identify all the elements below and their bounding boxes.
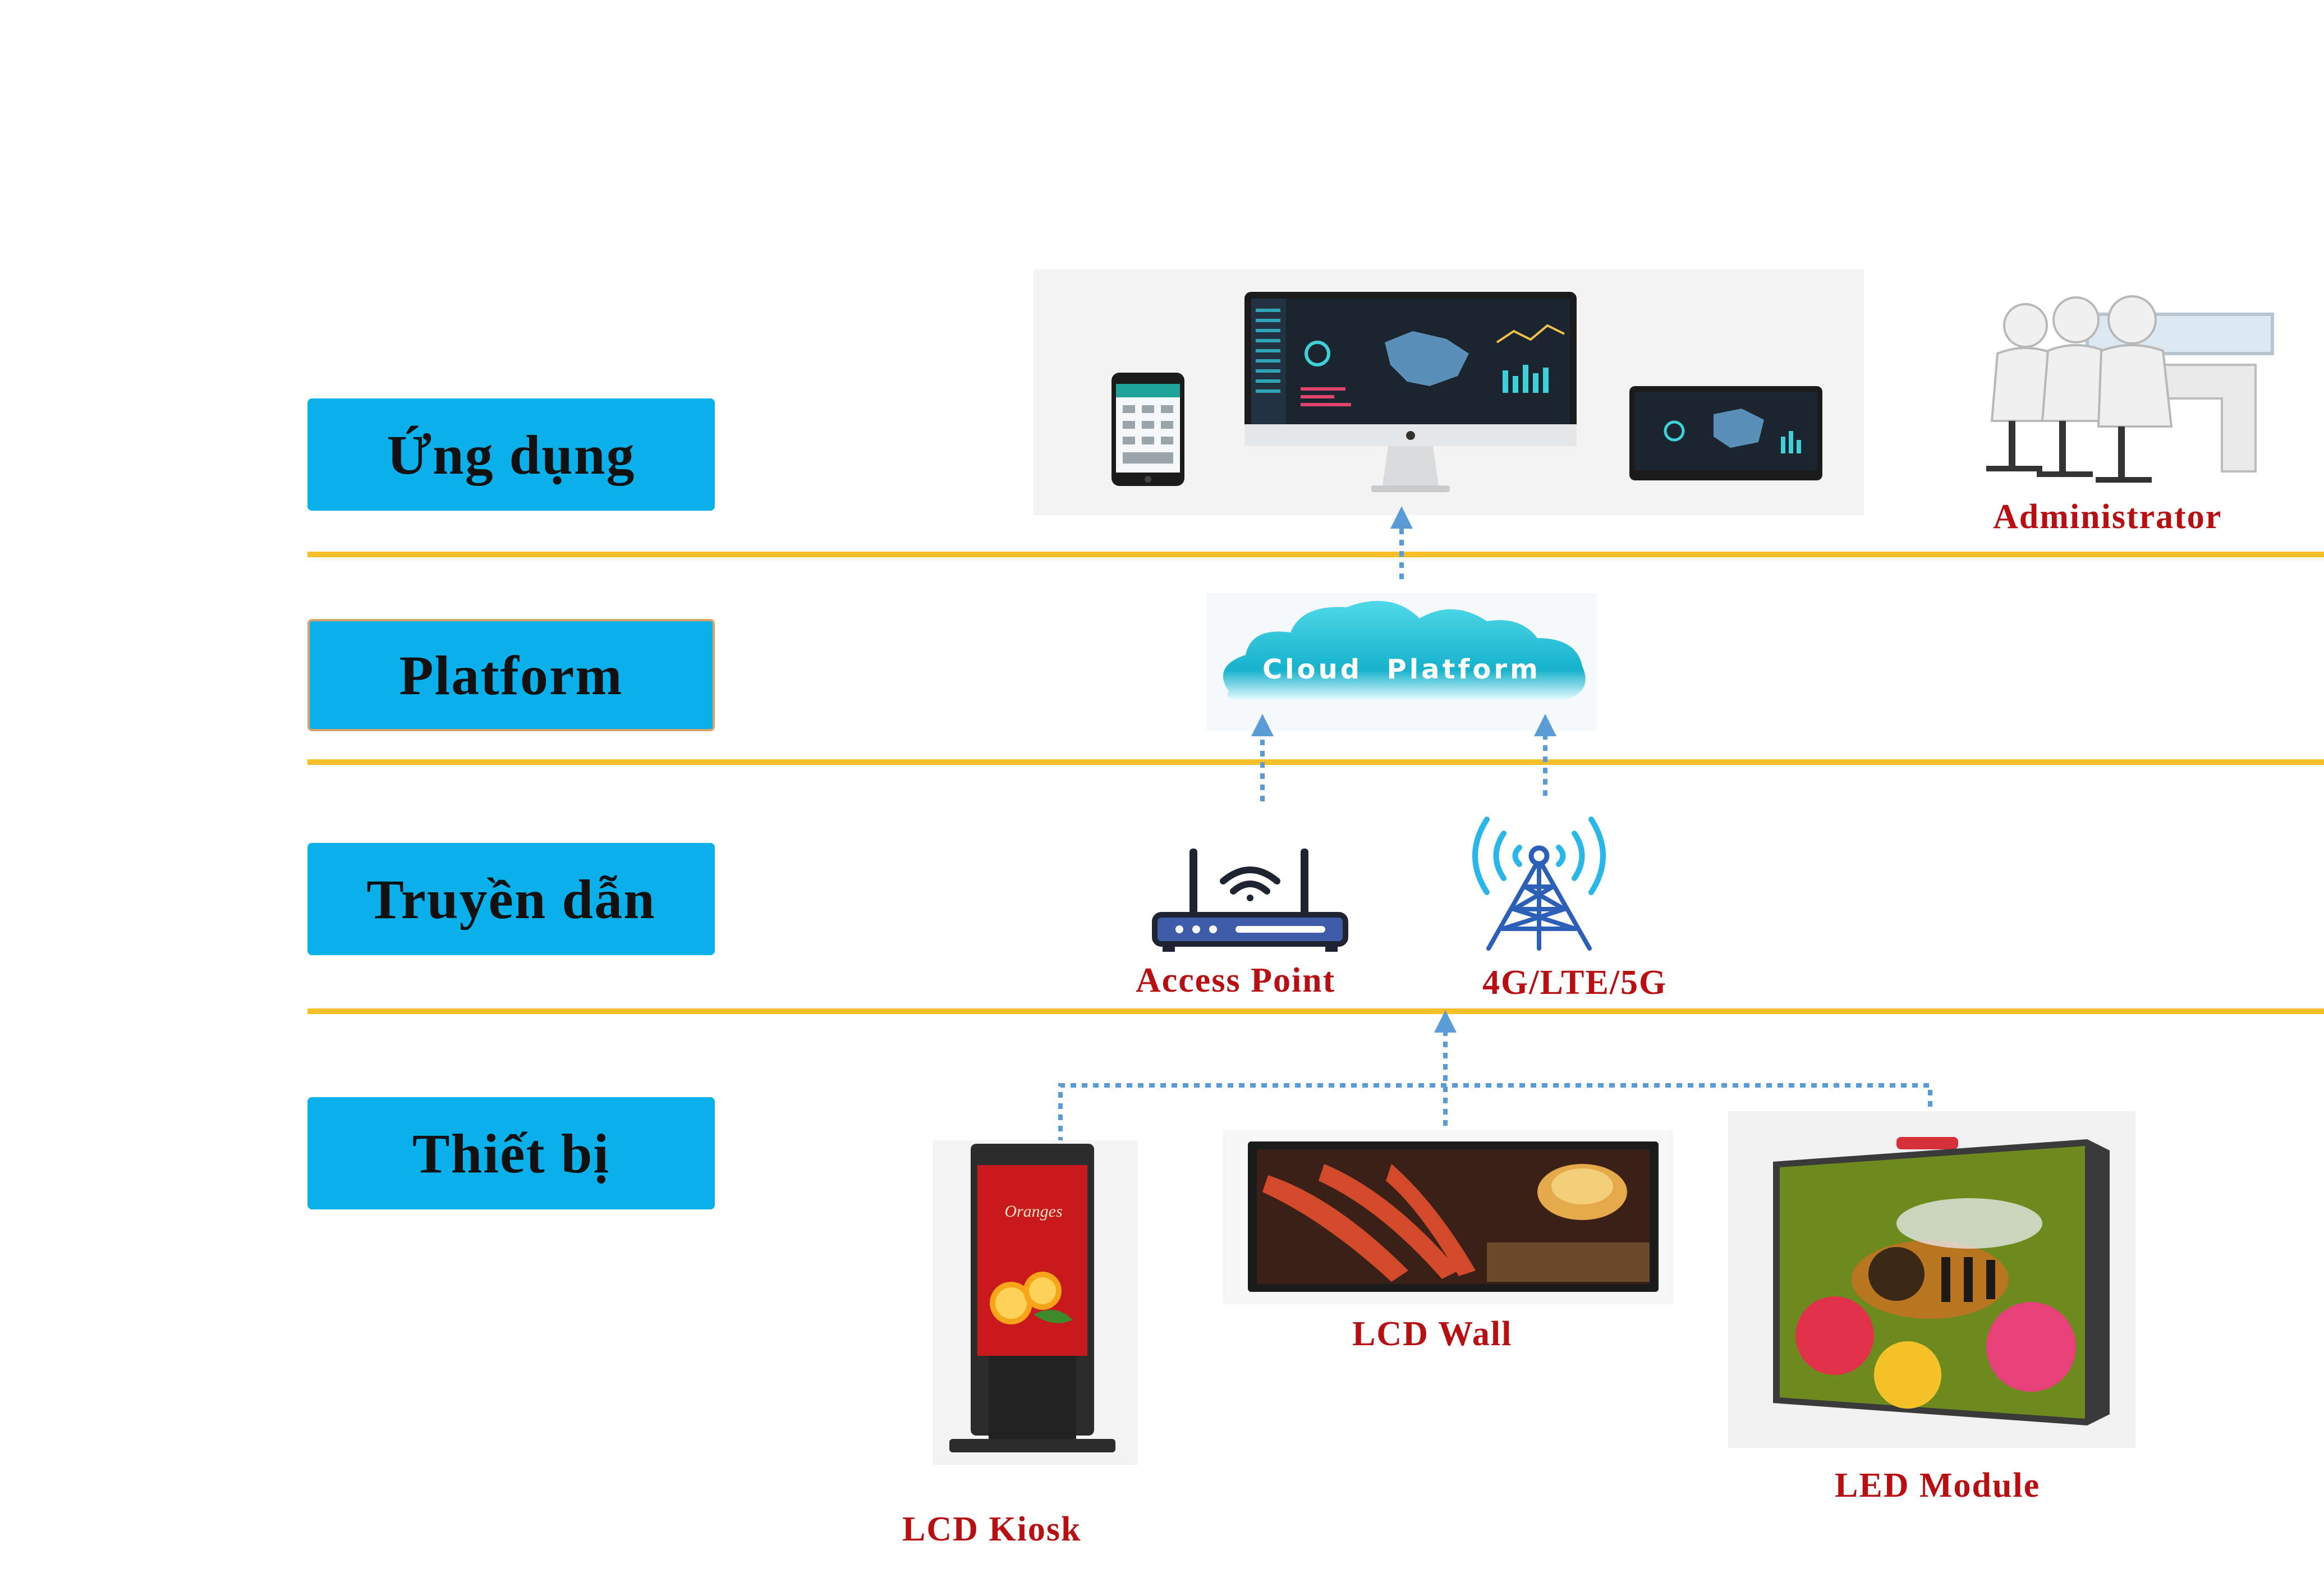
kiosk-panel: Oranges <box>933 1140 1138 1465</box>
tablet-icon <box>1629 386 1822 480</box>
operators-icon <box>1986 295 2274 483</box>
lcd-wall-label: LCD Wall <box>1352 1315 1513 1353</box>
kiosk-icon <box>949 1144 1115 1452</box>
layer-thiet-bi: Thiết bị <box>307 1097 715 1209</box>
administrator-label: Administrator <box>1993 498 2222 536</box>
separator-line-3 <box>307 1008 2324 1014</box>
lcd-kiosk-label: LCD Kiosk <box>902 1510 1082 1548</box>
application-devices-panel <box>1034 269 1864 515</box>
router-icon <box>1152 849 1348 952</box>
network-label: 4G/LTE/5G <box>1482 964 1668 1002</box>
led-module-panel <box>1728 1111 2135 1448</box>
led-module-label: LED Module <box>1835 1466 2041 1505</box>
layer-platform: Platform <box>307 619 715 731</box>
cloud-panel: Cloud Platform <box>1206 593 1597 731</box>
desktop-monitor-icon <box>1244 292 1577 492</box>
access-point-label: Access Point <box>1136 961 1336 999</box>
led-module-icon <box>1773 1137 2110 1425</box>
separator-line-2 <box>307 759 2324 765</box>
lcd-wall-icon <box>1248 1141 1659 1292</box>
kiosk-screen-text: Oranges <box>1004 1202 1063 1221</box>
separator-line-1 <box>307 552 2324 557</box>
cloud-icon <box>1223 600 1586 700</box>
cell-tower-icon <box>1472 817 1606 951</box>
cloud-platform-label: Cloud Platform <box>1262 654 1541 685</box>
layer-truyen-dan: Truyền dẫn <box>307 843 715 955</box>
lcd-wall-panel <box>1223 1130 1673 1304</box>
layer-ung-dung: Ứng dụng <box>307 398 715 511</box>
smartphone-icon <box>1112 373 1184 486</box>
